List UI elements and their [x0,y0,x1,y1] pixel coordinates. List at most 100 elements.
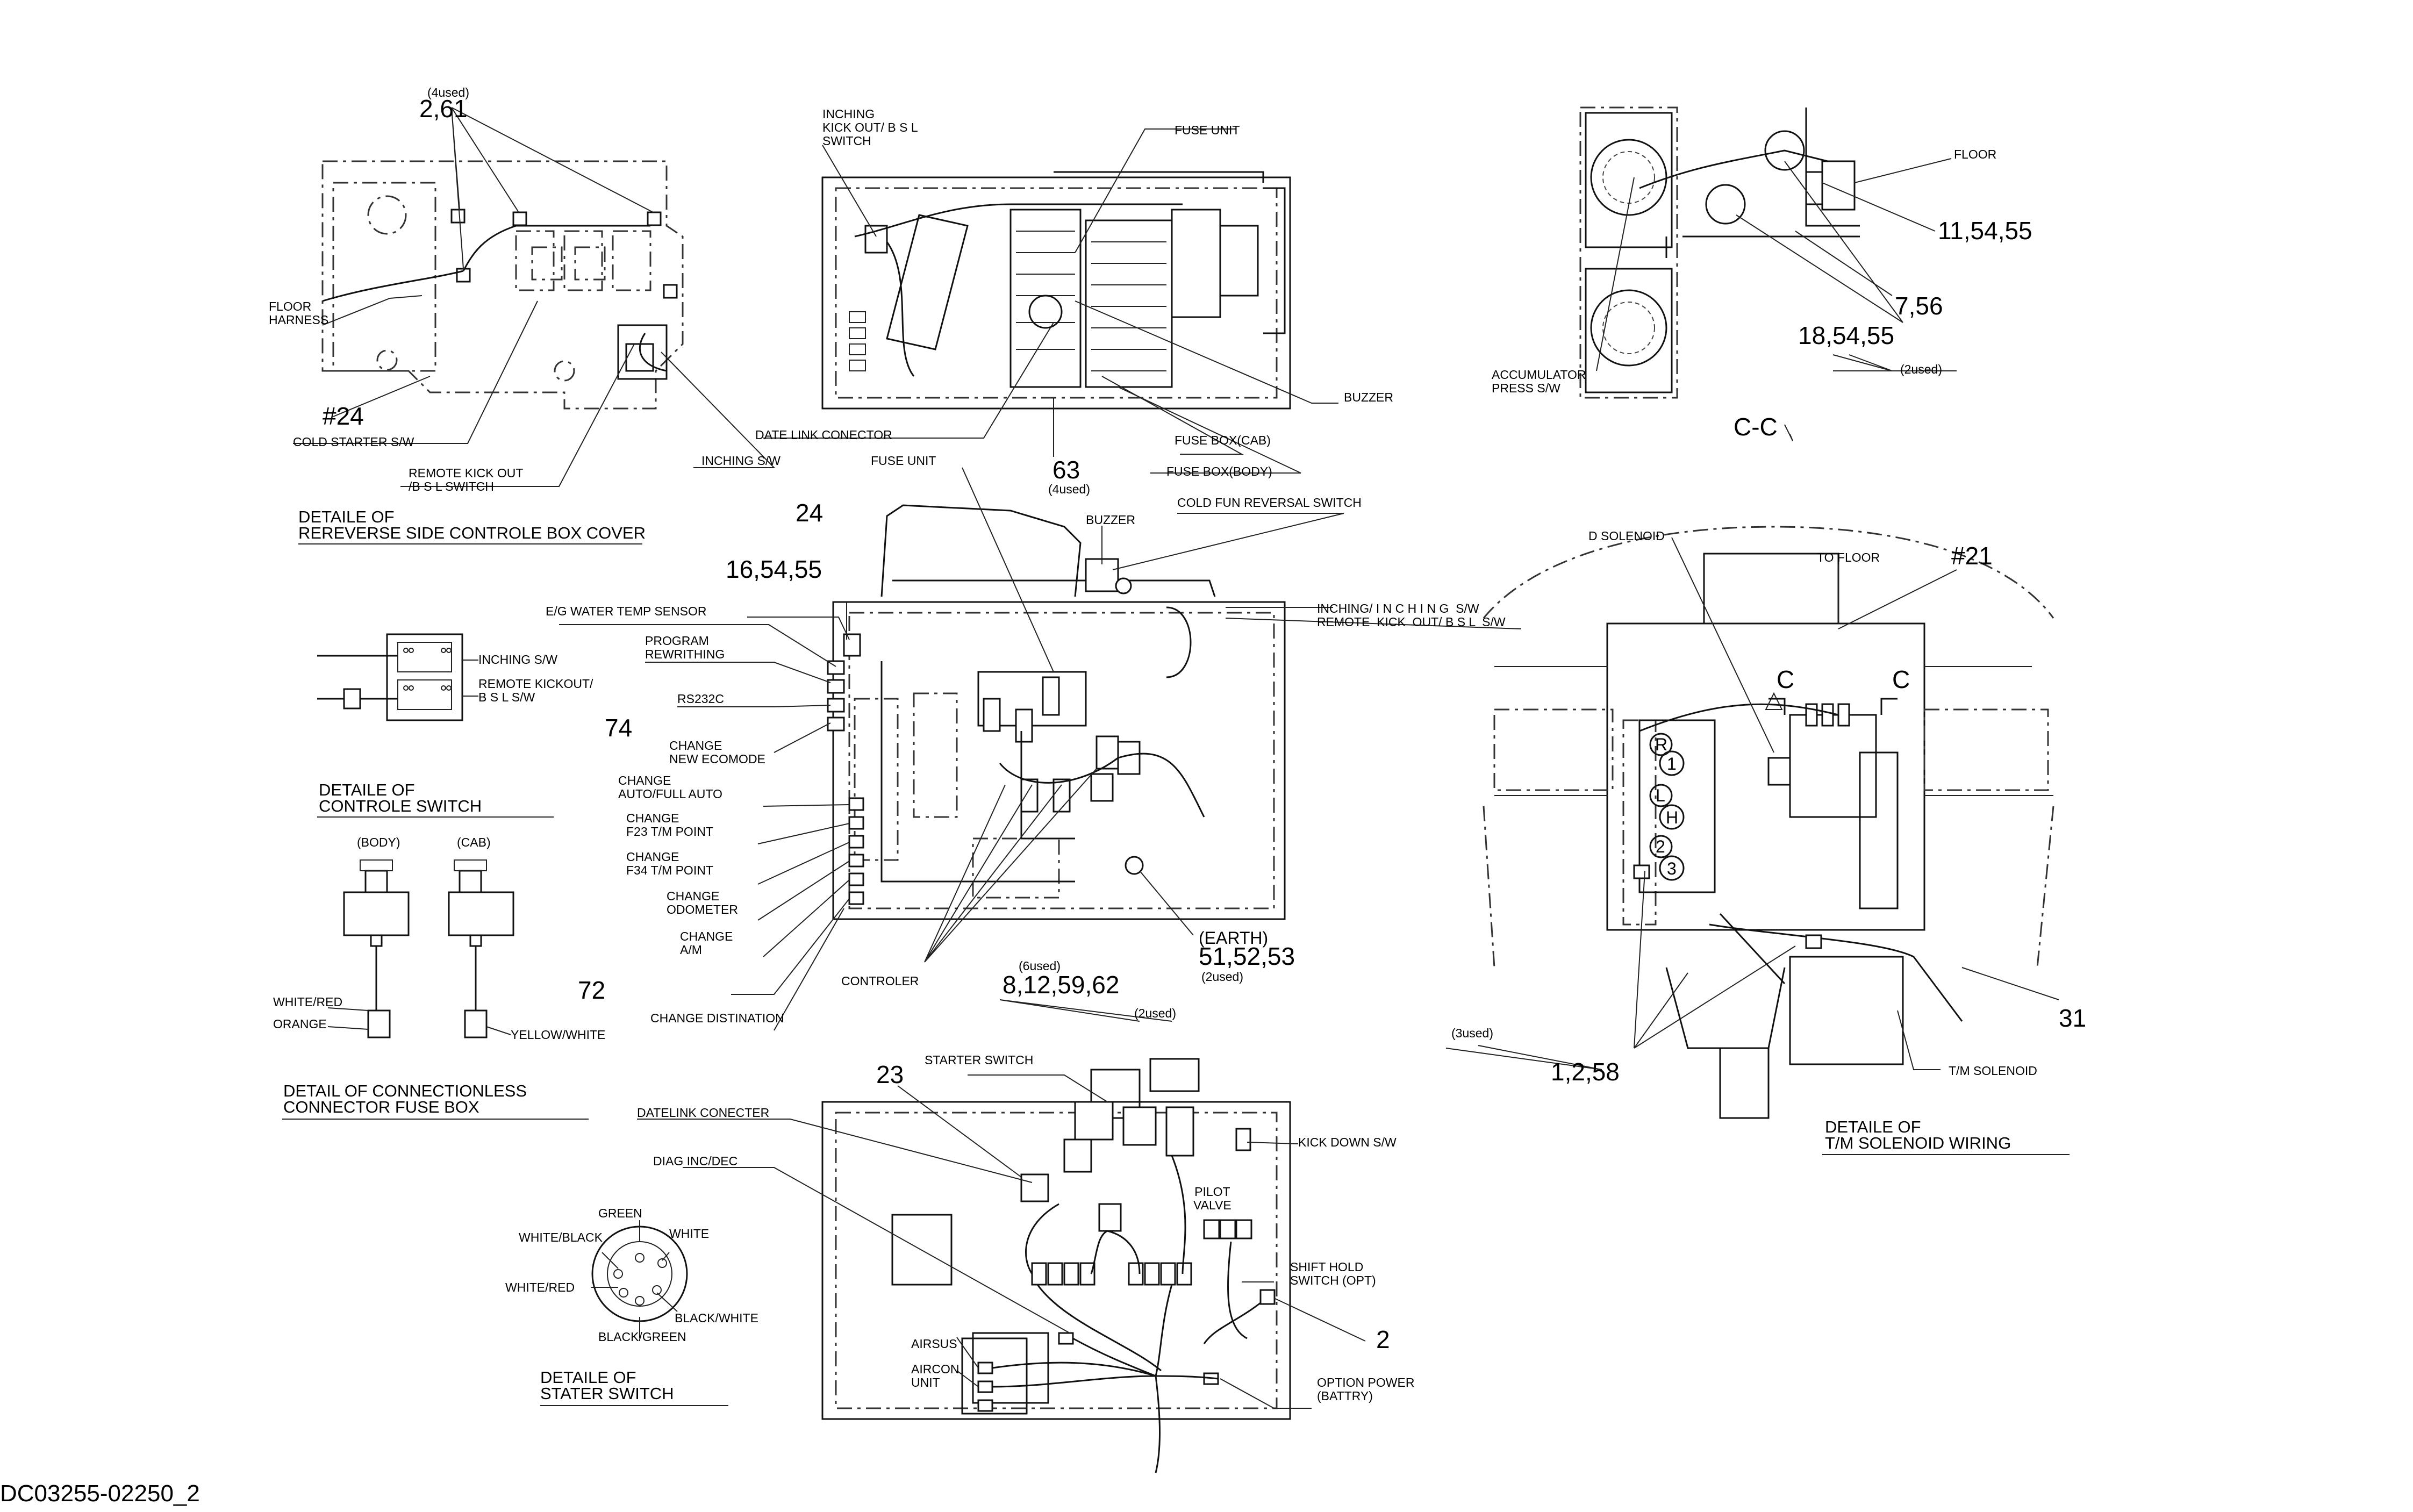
label-change-odo: CHANGE ODOMETER [667,889,738,916]
ref-63: 63 [1052,456,1080,484]
section-c-c: C-C [1734,413,1778,441]
label-inching-sw-cover: INCHING S/W [701,454,781,468]
label-program: PROGRAM REWRITHING [645,634,725,661]
ref-2: 2 [1376,1325,1390,1353]
ref-51-52-53: 51,52,53 [1199,942,1295,970]
qty-6used: (6used) [1019,959,1061,973]
fuse-box-title-2: CONNECTOR FUSE BOX [283,1098,479,1116]
label-buzzer-top: BUZZER [1344,390,1393,404]
label-rs232c: RS232C [677,692,724,706]
label-body: (BODY) [357,835,400,849]
control-switch-drawing [317,633,554,818]
label-change-f34: CHANGE F34 T/M POINT [626,850,713,877]
bottom-panel-drawing [637,1058,1366,1473]
label-airsus: AIRSUS [911,1337,957,1351]
label-fuse-unit-ctrl: FUSE UNIT [871,454,936,468]
fuse-top-drawing [763,128,1338,474]
fuse-box-drawing [282,859,589,1120]
solenoid-drawing [1445,526,2070,1155]
label-white-red-starter: WHITE/RED [505,1280,575,1294]
label-to-floor: TO FLOOR [1817,550,1880,564]
qty-51: (2used) [1201,970,1243,984]
label-date-link: DATE LINK CONECTOR [755,428,892,442]
ref-24: 24 [796,499,824,527]
section-c-left: C [1777,665,1795,693]
starter-title-2: STATER SWITCH [540,1384,674,1403]
label-cold-starter: COLD STARTER S/W [293,435,414,449]
port-3: 3 [1667,859,1677,878]
label-buzzer-ctrl: BUZZER [1086,513,1135,527]
label-change-auto: CHANGE AUTO/FULL AUTO [618,773,722,801]
label-inching-remote: INCHING/ I N C H I N G S/W REMOTE KICK O… [1317,601,1506,629]
label-pilot-valve: PILOT VALVE [1193,1185,1231,1212]
label-starter-switch: STARTER SWITCH [925,1053,1034,1067]
ref-11-54-55: 11,54,55 [1938,217,2032,245]
port-l: L [1656,786,1665,805]
control-switch-title-1: DETAILE OF [319,780,415,799]
label-kick-down: KICK DOWN S/W [1298,1135,1397,1149]
ref-2-61: 2,61 [419,95,468,123]
label-eg-water: E/G WATER TEMP SENSOR [546,604,707,618]
port-h: H [1666,808,1679,827]
label-option-power: OPTION POWER (BATTRY) [1317,1375,1415,1403]
label-tm-solenoid: T/M SOLENOID [1949,1064,2037,1078]
fuse-box-title-1: DETAIL OF CONNECTIONLESS [283,1081,527,1100]
label-fuse-box-body: FUSE BOX(BODY) [1166,464,1272,478]
box-cover-drawing [293,107,776,544]
ref-1-2-58: 1,2,58 [1551,1058,1620,1086]
label-inching-kick-switch: INCHING KICK OUT/ B S L SWITCH [822,107,918,148]
label-black-green: BLACK/GREEN [598,1330,686,1344]
label-change-am: CHANGE A/M [680,929,733,957]
drawing-number: DC03255-02250_2 [0,1480,200,1507]
qty-63: (4used) [1048,482,1090,496]
box-cover-title-2: REREVERSE SIDE CONTROLE BOX COVER [298,524,646,542]
ref-21: #21 [1951,542,1993,570]
section-c-right: C [1892,665,1910,693]
accumulator-drawing [1579,106,1957,441]
starter-title-1: DETAILE OF [540,1368,636,1387]
label-white: WHITE [669,1227,710,1241]
qty-3used: (3used) [1451,1026,1493,1040]
solenoid-title-2: T/M SOLENOID WIRING [1825,1134,2011,1152]
solenoid-title-1: DETAILE OF [1825,1117,1921,1136]
label-black-white: BLACK/WHITE [675,1311,758,1325]
label-white-black: WHITE/BLACK [519,1230,603,1244]
box-cover-title-1: DETAILE OF [298,507,395,526]
port-r: R [1655,735,1668,754]
label-remote-kick-out: REMOTE KICK OUT /B S L SWITCH [409,466,524,493]
label-yellow-white: YELLOW/WHITE [511,1028,606,1042]
ref-7-56: 7,56 [1895,292,1943,320]
label-d-solenoid: D SOLENOID [1588,529,1665,543]
label-change-f23: CHANGE F23 T/M POINT [626,811,713,839]
ref-74: 74 [605,714,633,742]
ref-18-54-55: 18,54,55 [1798,321,1895,349]
ref-72: 72 [578,976,606,1004]
label-fuse-unit-top: FUSE UNIT [1175,123,1240,137]
label-floor: FLOOR [1954,147,1997,161]
label-datelink: DATELINK CONECTER [637,1106,770,1120]
label-inching-sw-detail: INCHING S/W [478,653,557,667]
ref-16-54-55: 16,54,55 [726,555,822,583]
control-switch-title-2: CONTROLE SWITCH [319,797,482,815]
port-2: 2 [1656,837,1665,856]
label-change-eco: CHANGE NEW ECOMODE [669,739,765,766]
qty-2used-ctrl: (2used) [1134,1006,1176,1020]
label-aircon: AIRCON UNIT [911,1362,960,1389]
label-diag: DIAG INC/DEC [653,1154,738,1168]
port-1: 1 [1667,754,1677,773]
label-orange: ORANGE [273,1017,327,1031]
label-shift-hold: SHIFT HOLD SWITCH (OPT) [1290,1260,1376,1287]
ref-23: 23 [876,1060,904,1088]
ref-24-hash: #24 [323,402,364,430]
ref-8-12-59-62: 8,12,59,62 [1003,971,1120,999]
qty-2used-acc: (2used) [1900,362,1942,376]
label-cold-fun: COLD FUN REVERSAL SWITCH [1177,496,1362,510]
label-white-red-fuse: WHITE/RED [273,995,343,1009]
ref-31: 31 [2059,1004,2087,1032]
label-earth: (EARTH) [1199,928,1269,948]
starter-switch-drawing [540,1220,728,1406]
label-floor-harness: FLOOR HARNESS [269,299,329,327]
label-cab: (CAB) [457,835,491,849]
